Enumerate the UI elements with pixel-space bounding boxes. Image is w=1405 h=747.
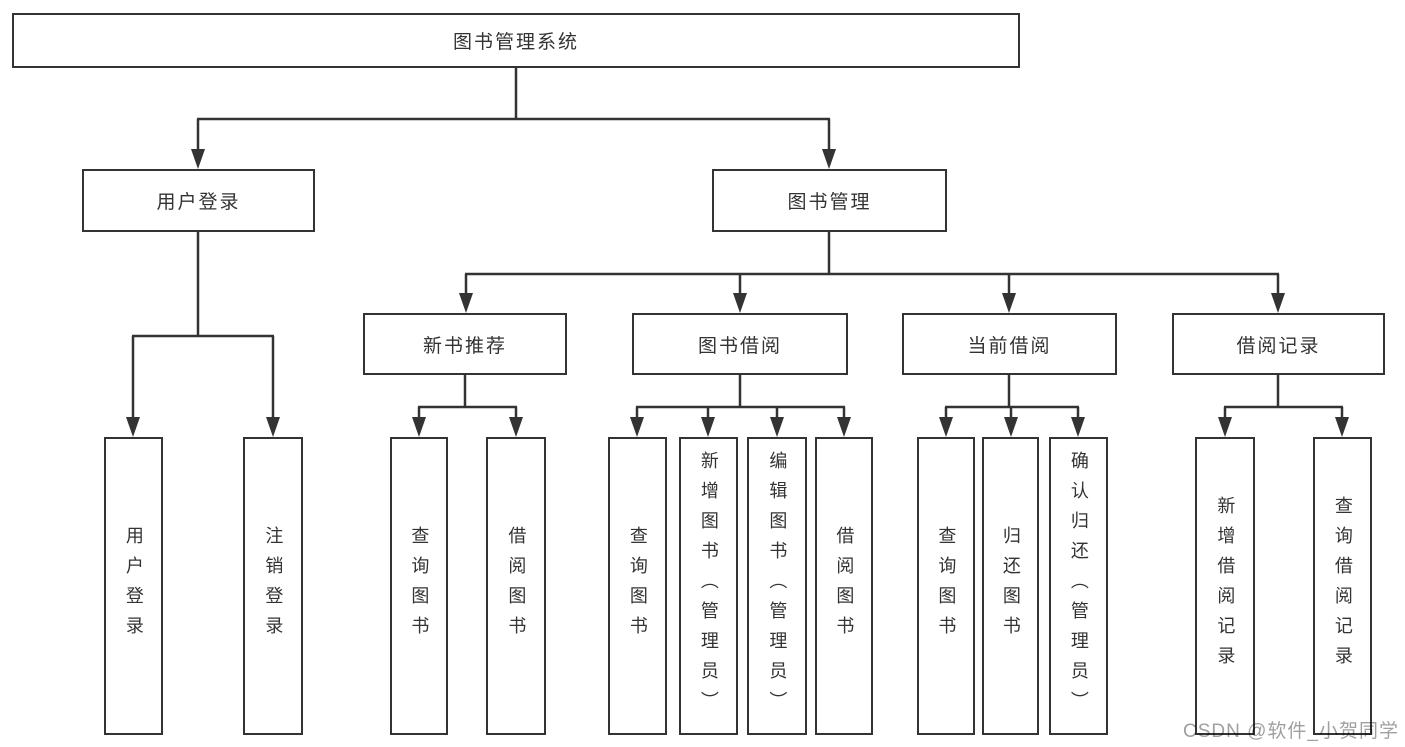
- leaf-user-login: 用户登录: [104, 437, 163, 735]
- node-user-login: 用户登录: [82, 169, 315, 232]
- leaf-query-books-recommend-label: 查询图书: [409, 526, 430, 646]
- connector-current-borrowing-to-leaves: [939, 375, 1085, 437]
- leaf-add-borrow-record-label: 新增借阅记录: [1215, 496, 1236, 676]
- leaf-query-books-borrowing: 查询图书: [608, 437, 667, 735]
- leaf-query-books-borrowing-label: 查询图书: [627, 526, 648, 646]
- node-new-book-recommendation: 新书推荐: [363, 313, 567, 375]
- leaf-add-borrow-record: 新增借阅记录: [1195, 437, 1255, 735]
- leaf-add-books-admin: 新增图书（管理员）: [679, 437, 738, 735]
- leaf-query-borrow-record: 查询借阅记录: [1313, 437, 1372, 735]
- connector-root-to-level2: [191, 68, 836, 169]
- node-root-label: 图书管理系统: [452, 32, 579, 53]
- leaf-query-books-current-label: 查询图书: [936, 526, 957, 646]
- leaf-edit-books-admin: 编辑图书（管理员）: [747, 437, 807, 735]
- node-root: 图书管理系统: [12, 13, 1020, 68]
- node-book-management: 图书管理: [712, 169, 947, 232]
- leaf-confirm-return-admin: 确认归还（管理员）: [1049, 437, 1108, 735]
- leaf-edit-books-admin-label: 编辑图书（管理员）: [767, 451, 788, 721]
- node-borrowing-records: 借阅记录: [1172, 313, 1385, 375]
- connector-borrowing-records-to-leaves: [1218, 375, 1349, 437]
- node-book-management-label: 图书管理: [787, 192, 872, 213]
- leaf-user-login-label: 用户登录: [123, 526, 144, 646]
- node-current-borrowing-label: 当前借阅: [967, 335, 1052, 357]
- connector-book-borrowing-to-leaves: [630, 375, 851, 437]
- node-book-borrowing: 图书借阅: [632, 313, 848, 375]
- node-user-login-label: 用户登录: [156, 192, 241, 213]
- leaf-borrow-books-recommend-label: 借阅图书: [506, 526, 527, 646]
- leaf-query-borrow-record-label: 查询借阅记录: [1332, 496, 1353, 676]
- node-current-borrowing: 当前借阅: [902, 313, 1117, 375]
- leaf-return-books-label: 归还图书: [1000, 526, 1021, 646]
- leaf-query-books-current: 查询图书: [917, 437, 975, 735]
- watermark: CSDN @软件_小贺同学: [1183, 721, 1399, 742]
- node-borrowing-records-label: 借阅记录: [1236, 335, 1321, 357]
- node-new-book-recommendation-label: 新书推荐: [422, 335, 507, 357]
- leaf-logout-label: 注销登录: [263, 526, 284, 646]
- leaf-borrow-books: 借阅图书: [815, 437, 873, 735]
- connector-user-login-to-leaves: [126, 232, 280, 437]
- leaf-logout: 注销登录: [243, 437, 303, 735]
- leaf-return-books: 归还图书: [982, 437, 1039, 735]
- leaf-confirm-return-admin-label: 确认归还（管理员）: [1068, 451, 1089, 721]
- leaf-query-books-recommend: 查询图书: [390, 437, 448, 735]
- leaf-borrow-books-recommend: 借阅图书: [486, 437, 546, 735]
- node-book-borrowing-label: 图书借阅: [697, 335, 782, 357]
- leaf-add-books-admin-label: 新增图书（管理员）: [698, 451, 719, 721]
- connector-book-management-to-sections: [459, 232, 1285, 313]
- leaf-borrow-books-label: 借阅图书: [834, 526, 855, 646]
- connector-new-book-recommendation-to-leaves: [412, 375, 523, 437]
